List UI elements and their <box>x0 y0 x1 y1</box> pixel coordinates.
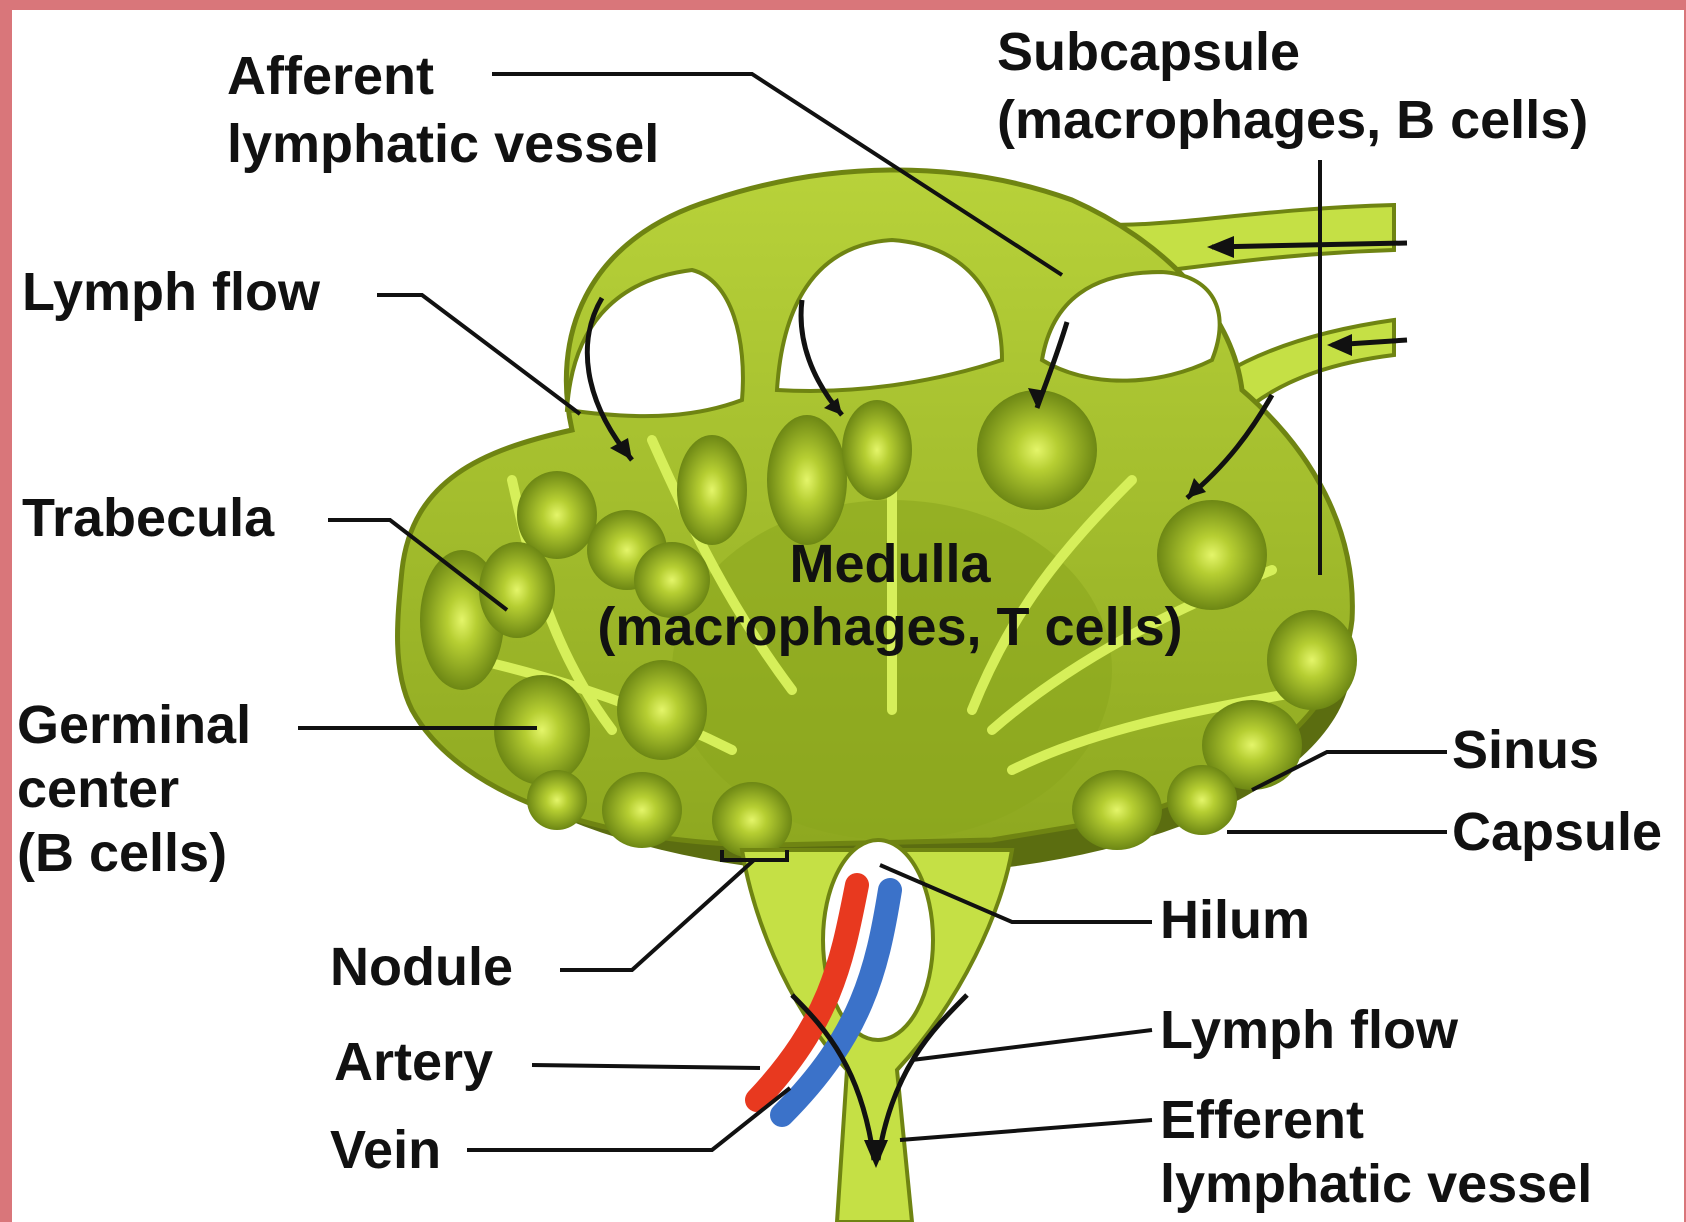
label-germinal-line3: (B cells) <box>17 821 227 885</box>
label-medulla-line2: (macrophages, T cells) <box>550 595 1230 659</box>
label-medulla-line1: Medulla <box>550 532 1230 596</box>
label-afferent-line1: Afferent <box>227 44 434 108</box>
label-lymph-flow-bottom: Lymph flow <box>1160 998 1458 1062</box>
label-efferent-line1: Efferent <box>1160 1088 1364 1152</box>
label-hilum: Hilum <box>1160 888 1310 952</box>
label-nodule: Nodule <box>330 935 513 999</box>
label-trabecula: Trabecula <box>22 486 274 550</box>
label-subcapsule-line2: (macrophages, B cells) <box>997 88 1588 152</box>
label-subcapsule-line1: Subcapsule <box>997 20 1300 84</box>
label-germinal-line1: Germinal <box>17 693 251 757</box>
label-afferent-line2: lymphatic vessel <box>227 112 659 176</box>
label-capsule: Capsule <box>1452 800 1662 864</box>
label-vein: Vein <box>330 1118 441 1182</box>
label-germinal-line2: center <box>17 757 179 821</box>
label-lymph-flow-top: Lymph flow <box>22 260 320 324</box>
diagram-canvas: Afferent lymphatic vessel Subcapsule (ma… <box>12 10 1684 1222</box>
label-efferent-line2: lymphatic vessel <box>1160 1152 1592 1216</box>
label-sinus: Sinus <box>1452 718 1599 782</box>
label-artery: Artery <box>334 1030 493 1094</box>
